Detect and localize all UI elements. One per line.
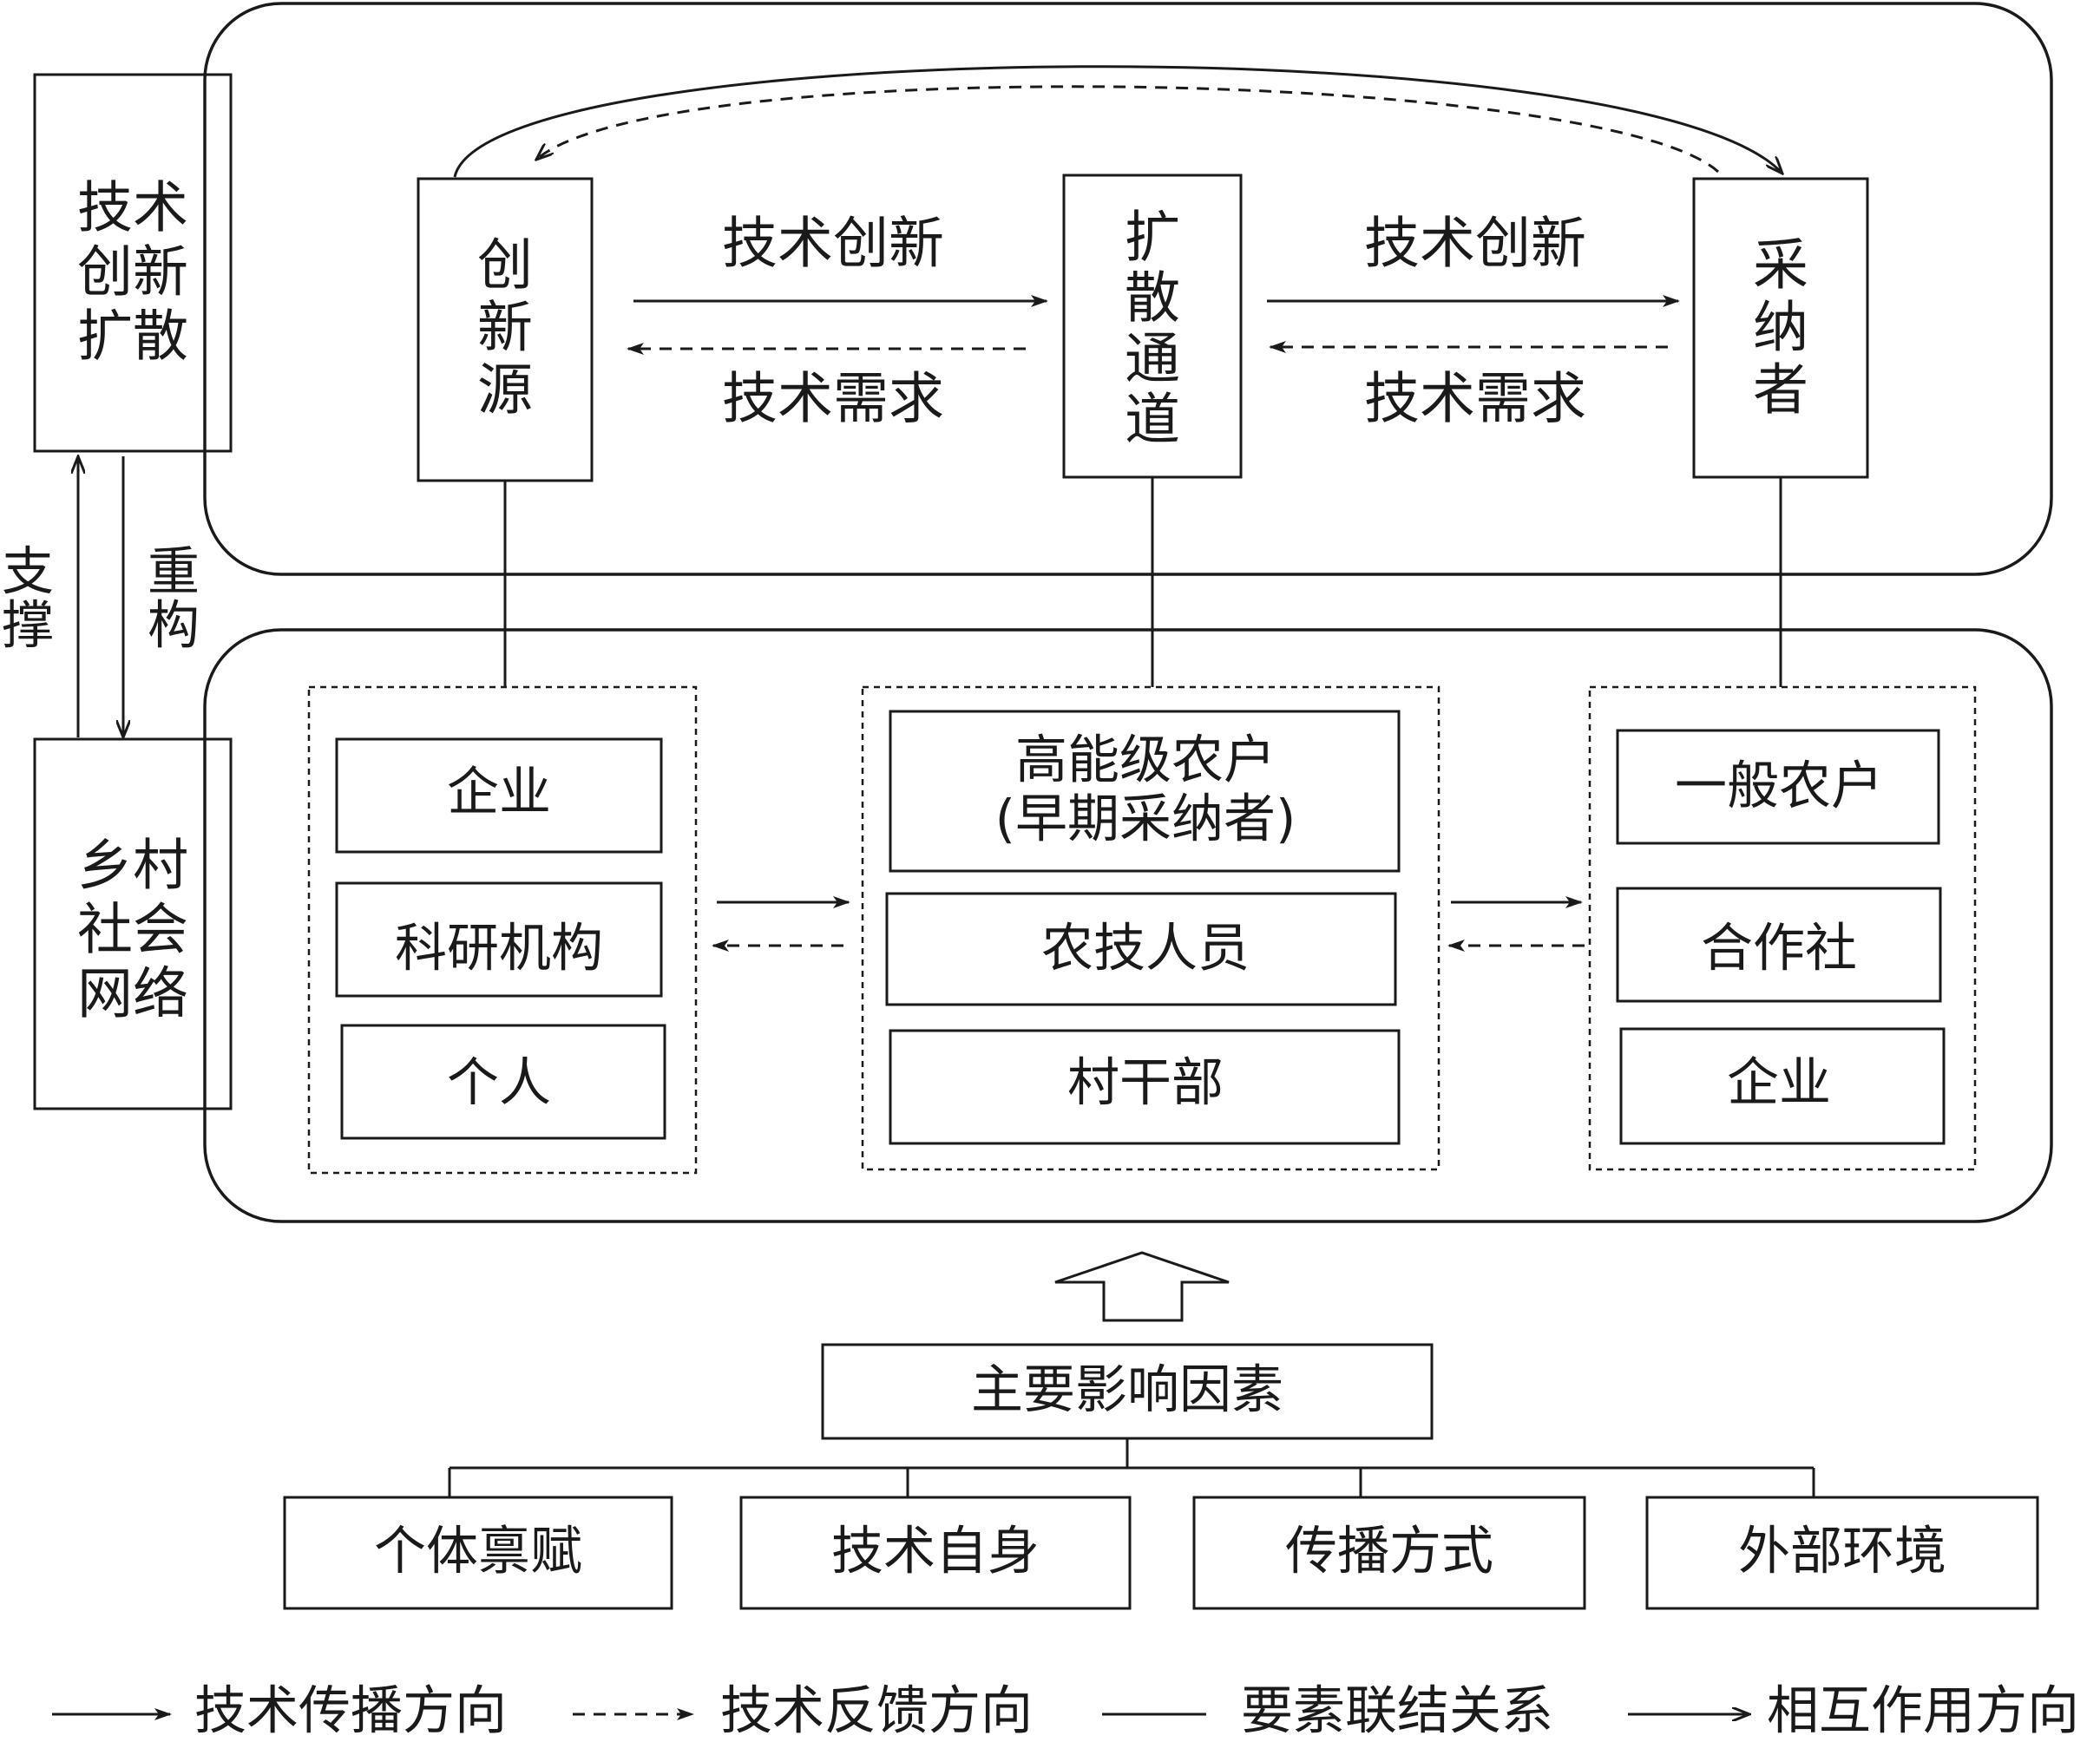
support-rebuild-arrows: 支 撑 重 构 bbox=[2, 456, 200, 737]
source-line-3: 源 bbox=[477, 359, 533, 423]
diffusion-channel-box: 扩 散 通 道 bbox=[1062, 174, 1243, 479]
rebuild-label-1: 重 bbox=[148, 542, 200, 603]
tech-innovation-diffusion-box: 技术 创新 扩散 bbox=[33, 73, 233, 453]
main-factors-box: 主要影响因素 bbox=[821, 1343, 1434, 1440]
legend-solid-arrow-label: 技术传播方向 bbox=[194, 1681, 507, 1742]
tid-line-3: 扩散 bbox=[77, 305, 188, 370]
source-channel-arrows: 技术创新 技术需求 bbox=[627, 213, 1048, 432]
up-block-arrow bbox=[1054, 1251, 1230, 1322]
legend-dashed-arrow-label: 技术反馈方向 bbox=[720, 1681, 1033, 1742]
factor-communication-label: 传播方式 bbox=[1285, 1522, 1493, 1582]
channel-group bbox=[861, 685, 1440, 1171]
adopter-item-farmer: 一般农户 bbox=[1616, 729, 1940, 845]
channel-line-3: 通 bbox=[1125, 328, 1180, 392]
factor-technology: 技术自身 bbox=[739, 1496, 1132, 1610]
source-line-1: 创 bbox=[477, 234, 533, 298]
legend-dashed-arrow: 技术反馈方向 bbox=[573, 1681, 1033, 1742]
high-farmer-label-2: (早期采纳者) bbox=[995, 789, 1296, 850]
adopter-line-1: 采 bbox=[1753, 234, 1808, 298]
label-demand-2: 技术需求 bbox=[1364, 368, 1586, 432]
source-item-enterprise-label: 企业 bbox=[447, 763, 551, 823]
legend: 技术传播方向 技术反馈方向 要素联结关系 相互作用方向 bbox=[52, 1681, 2079, 1742]
extension-staff-label: 农技人员 bbox=[1041, 919, 1250, 979]
rural-social-network-box: 乡村 社会 网络 bbox=[33, 737, 233, 1110]
source-line-2: 新 bbox=[477, 297, 533, 361]
adopter-item-farmer-label: 一般农户 bbox=[1675, 756, 1883, 817]
channel-line-1: 扩 bbox=[1125, 206, 1180, 271]
source-group bbox=[307, 685, 698, 1175]
label-innovation-2: 技术创新 bbox=[1364, 213, 1586, 277]
source-item-research: 科研机构 bbox=[335, 881, 663, 998]
label-demand-1: 技术需求 bbox=[722, 368, 944, 432]
high-farmer-label-1: 高能级农户 bbox=[1015, 730, 1276, 791]
group-arrows-left bbox=[712, 896, 850, 952]
adopter-line-2: 纳 bbox=[1753, 297, 1808, 361]
channel-item-village-cadre: 村干部 bbox=[889, 1029, 1401, 1145]
adopter-box: 采 纳 者 bbox=[1692, 177, 1869, 479]
source-item-enterprise: 企业 bbox=[335, 737, 663, 854]
factor-tree-lines bbox=[448, 1438, 1815, 1497]
channel-item-high-farmer: 高能级农户 (早期采纳者) bbox=[889, 710, 1401, 873]
adopter-group bbox=[1588, 685, 1977, 1171]
bottom-panel bbox=[203, 628, 2053, 1223]
group-arrows-right bbox=[1447, 896, 1585, 952]
channel-item-extension-staff: 农技人员 bbox=[885, 892, 1397, 1006]
main-factors-title: 主要影响因素 bbox=[971, 1360, 1283, 1421]
factor-individual: 个体禀赋 bbox=[283, 1496, 673, 1610]
factor-environment-label: 外部环境 bbox=[1738, 1522, 1946, 1582]
source-item-research-label: 科研机构 bbox=[395, 919, 603, 979]
rsn-line-1: 乡村 bbox=[77, 835, 188, 899]
support-label-2: 撑 bbox=[2, 596, 54, 657]
factor-communication: 传播方式 bbox=[1192, 1496, 1586, 1610]
label-innovation-1: 技术创新 bbox=[722, 213, 944, 277]
tid-line-1: 技术 bbox=[77, 177, 188, 241]
channel-adopter-arrows: 技术创新 技术需求 bbox=[1267, 213, 1680, 432]
source-item-individual: 个人 bbox=[340, 1024, 666, 1140]
rsn-line-2: 社会 bbox=[77, 899, 188, 963]
channel-line-4: 道 bbox=[1125, 389, 1180, 453]
factor-individual-label: 个体禀赋 bbox=[374, 1522, 582, 1582]
rsn-line-3: 网络 bbox=[77, 963, 188, 1027]
factor-environment: 外部环境 bbox=[1645, 1496, 2039, 1610]
adopter-line-3: 者 bbox=[1753, 359, 1808, 423]
legend-solid-arrow: 技术传播方向 bbox=[52, 1681, 507, 1742]
adopter-item-enterprise-label: 企业 bbox=[1727, 1053, 1831, 1114]
adopter-item-coop: 合作社 bbox=[1616, 887, 1942, 1003]
legend-line: 要素联结关系 bbox=[1102, 1681, 1553, 1742]
top-panel bbox=[203, 2, 2053, 576]
village-cadre-label: 村干部 bbox=[1067, 1053, 1224, 1114]
legend-line-label: 要素联结关系 bbox=[1241, 1681, 1553, 1742]
source-item-individual-label: 个人 bbox=[447, 1053, 551, 1114]
legend-open-arrow-label: 相互作用方向 bbox=[1767, 1681, 2079, 1742]
adopter-item-coop-label: 合作社 bbox=[1701, 919, 1857, 979]
legend-open-arrow: 相互作用方向 bbox=[1628, 1681, 2079, 1742]
top-curve-dashed-arrow bbox=[536, 85, 1720, 174]
top-curve-solid-arrow bbox=[453, 65, 1782, 178]
adopter-item-enterprise: 企业 bbox=[1619, 1027, 1946, 1145]
tid-line-2: 创新 bbox=[77, 241, 188, 305]
innovation-source-box: 创 新 源 bbox=[417, 177, 594, 482]
channel-line-2: 散 bbox=[1125, 267, 1180, 331]
support-label-1: 支 bbox=[2, 542, 54, 603]
rebuild-label-2: 构 bbox=[148, 596, 200, 657]
factor-technology-label: 技术自身 bbox=[831, 1522, 1040, 1582]
